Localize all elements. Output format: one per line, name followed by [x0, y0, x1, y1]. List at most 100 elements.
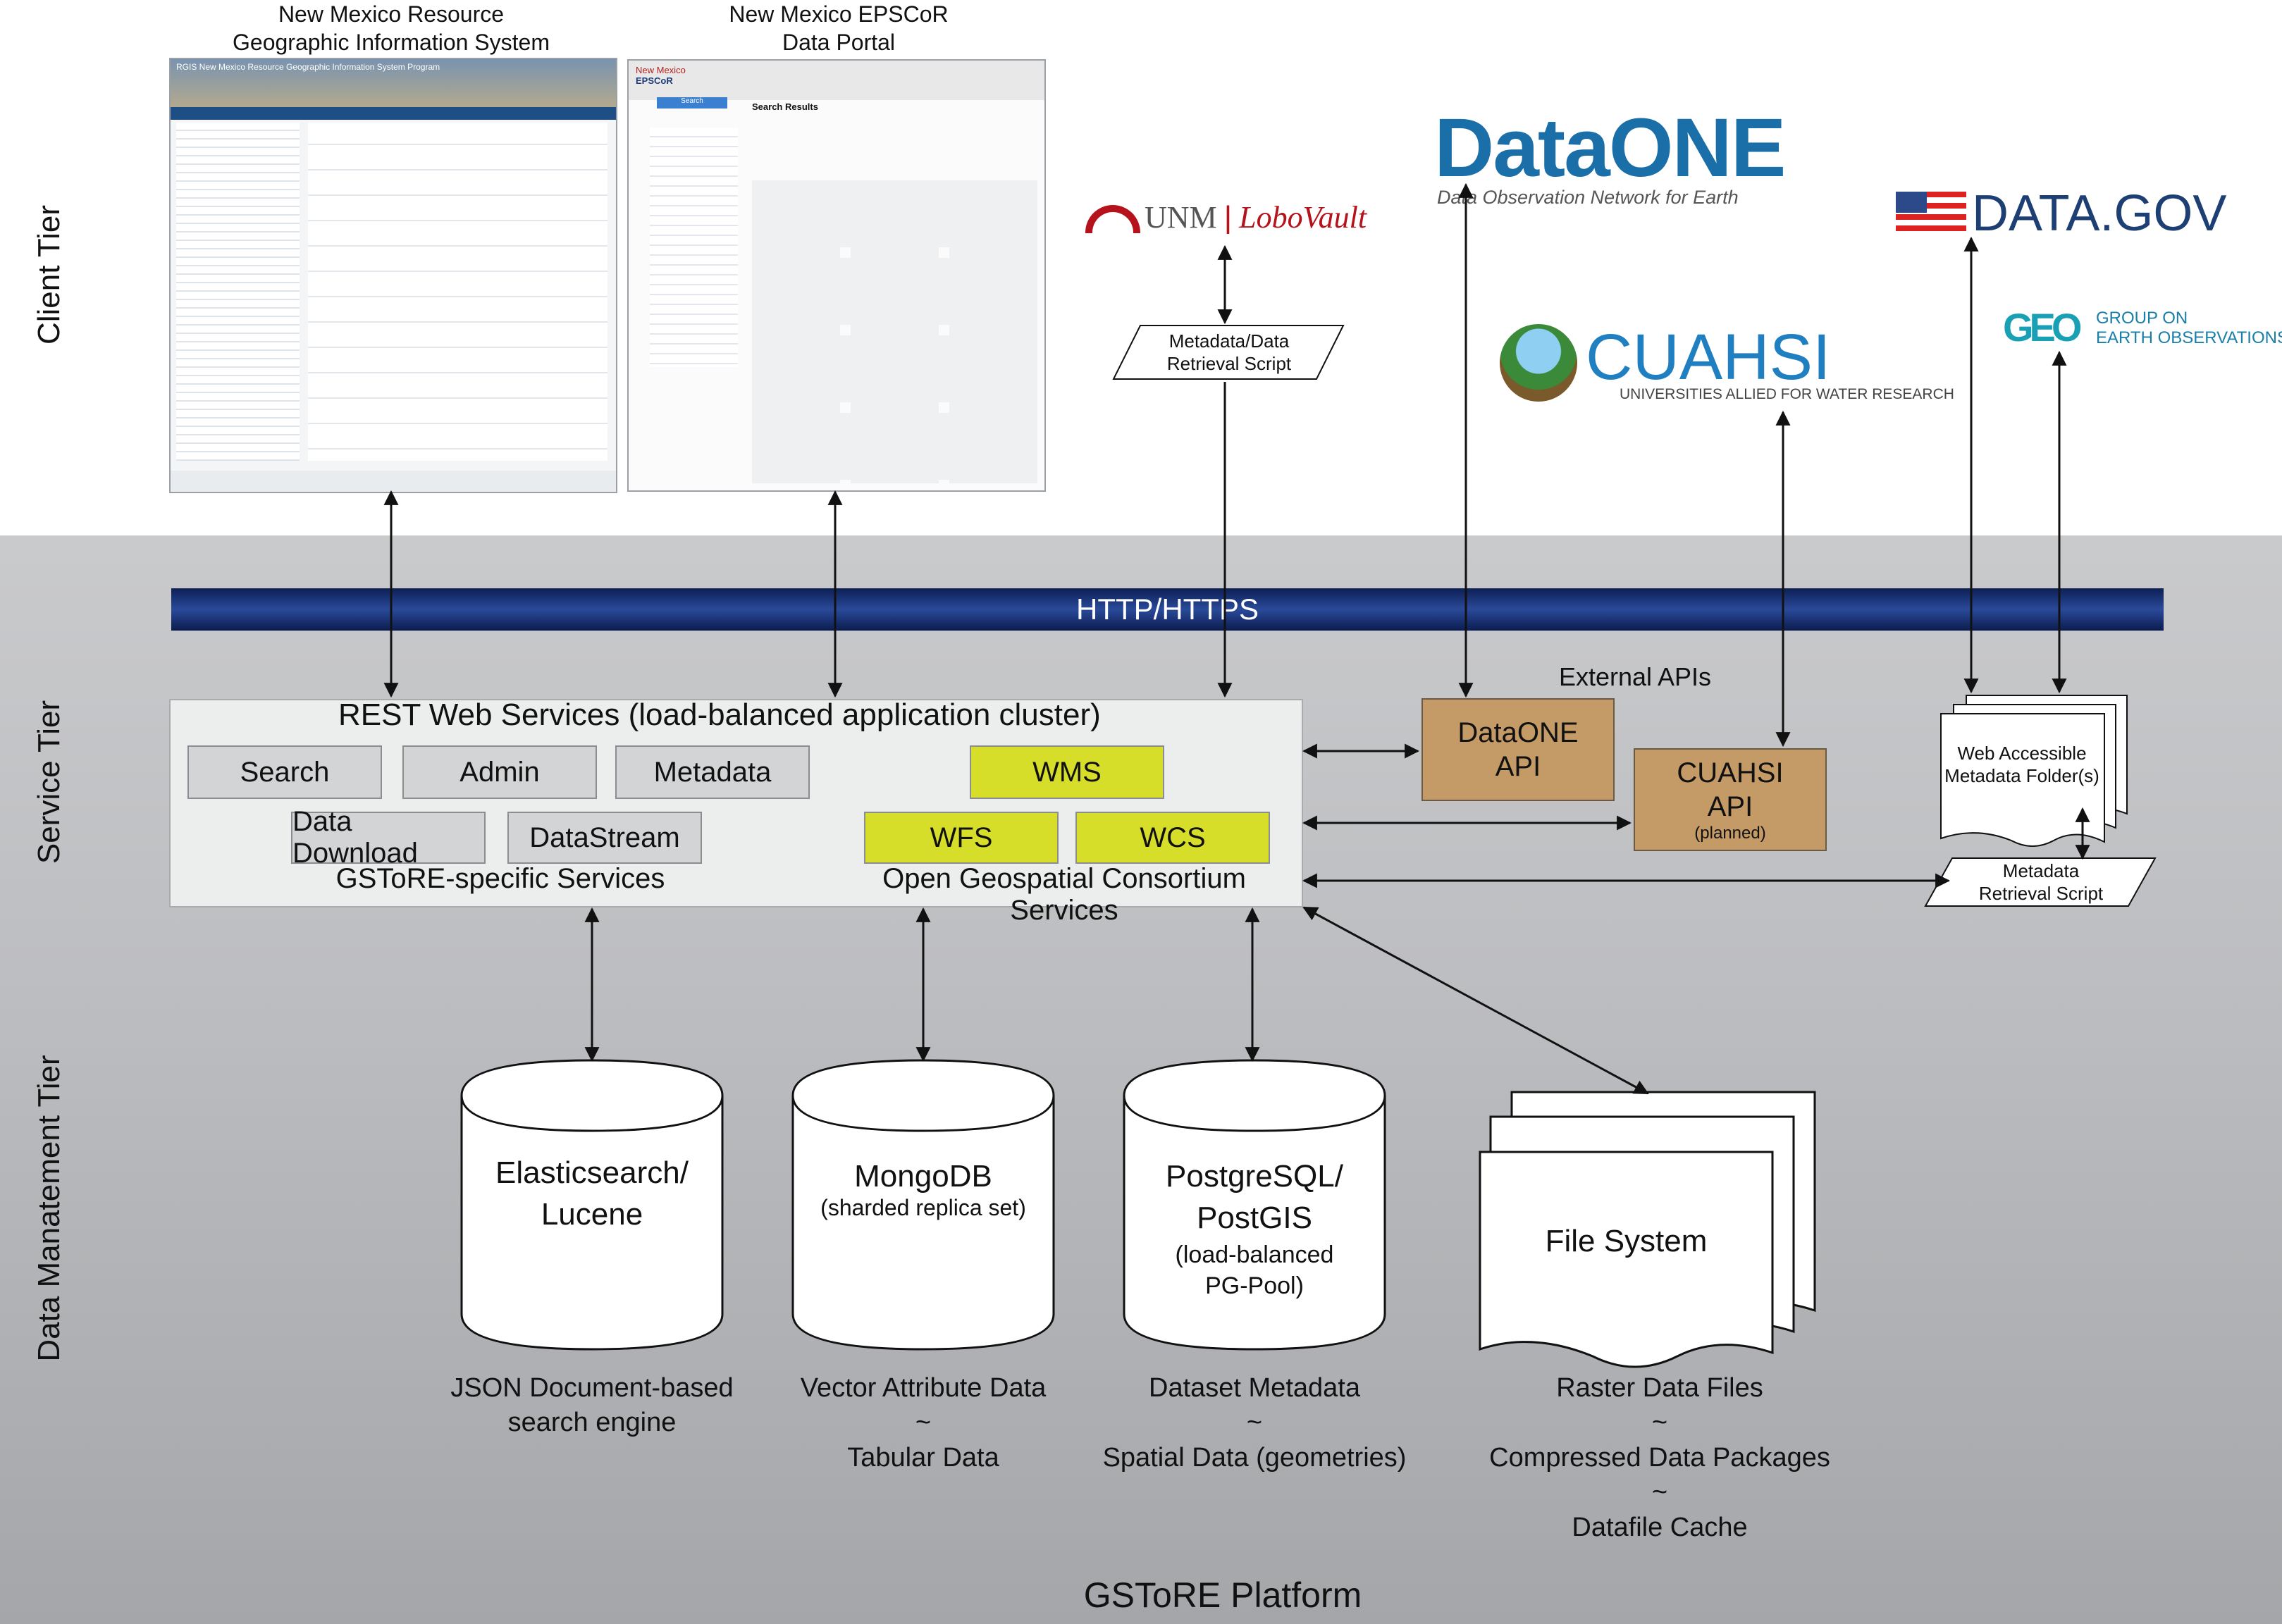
mongo-caption-sep: ~: [915, 1408, 932, 1438]
pg-caption-sep: ~: [1246, 1408, 1263, 1438]
epscor-logo-line2: EPSCoR: [636, 75, 673, 86]
rgis-title-line2: Geographic Information System: [233, 30, 550, 55]
pg-caption-line1: Dataset Metadata: [1149, 1373, 1360, 1403]
dataone-api-box[interactable]: DataONE API: [1421, 698, 1615, 801]
wamf-line2: Metadata Folder(s): [1944, 765, 2099, 786]
rgis-banner: RGIS New Mexico Resource Geographic Info…: [171, 59, 616, 107]
lobovault-divider: |: [1223, 200, 1233, 235]
rgis-title-line1: New Mexico Resource: [278, 1, 505, 27]
web-accessible-metadata-folder: Web Accessible Metadata Folder(s): [1942, 733, 2102, 796]
metadata-service[interactable]: Metadata: [615, 745, 810, 799]
dataone-wordmark: DataONE: [1434, 101, 1786, 194]
unm-logo: UNM|LoboVault: [1085, 199, 1367, 235]
geo-line1: GROUP ON: [2096, 309, 2188, 328]
cuahsi-api-note: (planned): [1694, 823, 1766, 843]
metadata-retrieval-script: Metadata Retrieval Script: [1939, 858, 2142, 906]
file-system-caption: Raster Data Files ~ Compressed Data Pack…: [1431, 1371, 1889, 1545]
http-https-bar: HTTP/HTTPS: [171, 588, 2164, 631]
pg-line2: PostGIS: [1197, 1201, 1312, 1236]
elasticsearch-cylinder: [460, 1059, 724, 1351]
elastic-caption-line1: JSON Document-based: [450, 1373, 734, 1403]
mdrs-line2: Retrieval Script: [1166, 353, 1292, 374]
data-download-service[interactable]: Data Download: [291, 806, 486, 869]
wms-service[interactable]: WMS: [970, 745, 1164, 799]
admin-service[interactable]: Admin: [402, 745, 597, 799]
epscor-header: New Mexico EPSCoR: [629, 61, 1044, 100]
dataone-tagline: Data Observation Network for Earth: [1437, 187, 1739, 208]
rest-web-services-title: REST Web Services (load-balanced applica…: [338, 698, 1101, 732]
wfs-service[interactable]: WFS: [864, 812, 1059, 864]
elastic-line2: Lucene: [541, 1197, 643, 1232]
postgresql-label: PostgreSQL/ PostGIS (load-balanced PG-Po…: [1124, 1155, 1385, 1301]
http-https-label: HTTP/HTTPS: [1076, 593, 1259, 626]
mrs-line2: Retrieval Script: [1978, 883, 2104, 904]
rgis-footer: [171, 471, 616, 492]
rgis-screenshot[interactable]: RGIS New Mexico Resource Geographic Info…: [169, 58, 617, 493]
unm-arch-icon: [1085, 205, 1140, 234]
dataone-api-line2: API: [1495, 751, 1541, 782]
file-system-label: File System: [1545, 1224, 1708, 1258]
epscor-result-grid: [752, 180, 1037, 483]
fs-caption-line1: Raster Data Files: [1556, 1373, 1763, 1403]
web-metadata-folder-shape: [1940, 695, 2128, 847]
pg-line4: PG-Pool): [1205, 1272, 1304, 1299]
postgresql-caption: Dataset Metadata ~ Spatial Data (geometr…: [1057, 1371, 1452, 1475]
wamf-line1: Web Accessible: [1957, 742, 2087, 764]
mongodb-caption: Vector Attribute Data ~ Tabular Data: [740, 1371, 1106, 1475]
mongo-line2: (sharded replica set): [820, 1195, 1026, 1221]
epscor-screenshot[interactable]: New Mexico EPSCoR Search Search Results: [627, 59, 1046, 492]
rgis-navbar: [171, 107, 616, 120]
fs-caption-line3: Datafile Cache: [1572, 1512, 1748, 1542]
us-flag-icon: [1896, 192, 1966, 231]
connector-arrows: [383, 182, 2090, 1095]
epscor-title-line2: Data Portal: [782, 30, 896, 55]
cuahsi-wordmark: CUAHSI: [1586, 321, 1831, 393]
cuahsi-api-line2: API: [1707, 791, 1753, 822]
elasticsearch-caption: JSON Document-based search engine: [409, 1371, 775, 1441]
cuahsi-api-line1: CUAHSI: [1677, 757, 1784, 788]
elastic-line1: Elasticsearch/: [495, 1155, 689, 1190]
dataone-logo: DataONE Data Observation Network for Ear…: [1434, 101, 1786, 209]
mongo-line1: MongoDB: [854, 1159, 992, 1194]
search-service[interactable]: Search: [187, 745, 382, 799]
fs-caption-sep1: ~: [1651, 1408, 1668, 1438]
postgresql-cylinder: [1123, 1059, 1386, 1351]
metadata-data-retrieval-script: Metadata/Data Retrieval Script: [1128, 326, 1331, 379]
pg-caption-line2: Spatial Data (geometries): [1102, 1442, 1407, 1473]
datagov-wordmark: DATA.GOV: [1972, 185, 2227, 242]
pg-line1: PostgreSQL/: [1166, 1159, 1343, 1194]
rest-web-services-box: [169, 699, 1303, 907]
rgis-title: New Mexico Resource Geographic Informati…: [197, 0, 585, 56]
elasticsearch-label: Elasticsearch/ Lucene: [462, 1152, 722, 1236]
geo-symbol-icon: GEO: [2003, 305, 2082, 349]
mongodb-label: MongoDB (sharded replica set): [793, 1155, 1054, 1221]
epscor-search-button[interactable]: Search: [657, 97, 727, 109]
wcs-service[interactable]: WCS: [1075, 812, 1270, 864]
platform-title: GSToRE Platform: [1083, 1575, 1362, 1615]
epscor-facet-sidebar: [650, 128, 738, 367]
fs-caption-line2: Compressed Data Packages: [1489, 1442, 1830, 1473]
fs-caption-sep2: ~: [1651, 1477, 1668, 1508]
geo-line2: EARTH OBSERVATIONS: [2096, 328, 2282, 347]
gstore-services-label: GSToRE-specific Services: [335, 863, 665, 894]
mongo-caption-line1: Vector Attribute Data: [800, 1373, 1047, 1403]
mdrs-line1: Metadata/Data: [1168, 330, 1290, 352]
rgis-banner-text: RGIS New Mexico Resource Geographic Info…: [176, 62, 440, 72]
cuahsi-api-box[interactable]: CUAHSI API (planned): [1634, 748, 1827, 851]
rgis-results-list: [308, 123, 607, 461]
datastream-service[interactable]: DataStream: [507, 812, 702, 864]
lobovault-text: LoboVault: [1239, 200, 1367, 235]
metadata-data-retrieval-script-shape: [1112, 325, 1345, 380]
rgis-sidebar: [176, 123, 300, 461]
cuahsi-tagline: UNIVERSITIES ALLIED FOR WATER RESEARCH: [1620, 386, 1954, 402]
external-apis-label: External APIs: [1558, 662, 1712, 691]
pg-line3: (load-balanced: [1175, 1241, 1334, 1268]
dataone-api-line1: DataONE: [1457, 717, 1579, 748]
mongo-caption-line2: Tabular Data: [847, 1442, 999, 1473]
mrs-line1: Metadata: [2002, 860, 2080, 881]
ogc-services-label: Open Geospatial Consortium Services: [882, 863, 1246, 926]
epscor-logo-line1: New Mexico: [636, 65, 686, 75]
unm-text: UNM: [1145, 200, 1217, 235]
epscor-title-line1: New Mexico EPSCoR: [729, 1, 949, 27]
